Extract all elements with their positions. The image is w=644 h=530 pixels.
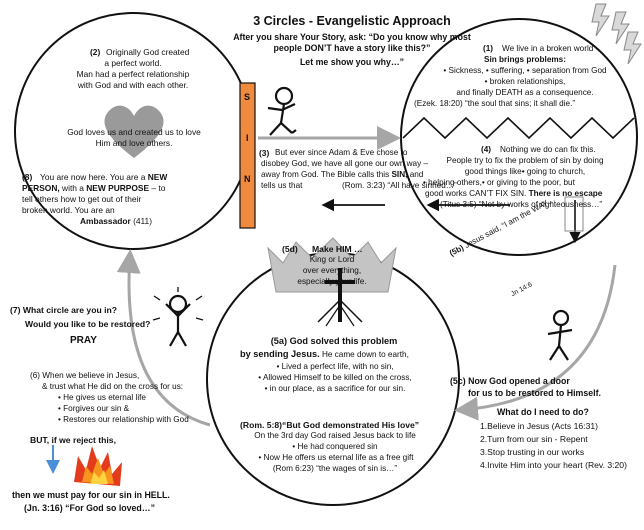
works-line6: (Titus 3:5) “Not by works of righteousne…	[440, 200, 603, 209]
gospel-title: (5a) God solved this problem	[270, 336, 398, 346]
stick-figure-running	[267, 86, 297, 136]
new-life-line2d: – to	[151, 183, 166, 193]
step-3-number: (3)	[259, 148, 270, 158]
sin-line4: tells us that	[261, 181, 303, 190]
pray-label: PRAY	[70, 335, 97, 346]
step-5d-number: (5d)	[282, 244, 298, 254]
ambassador-label: Ambassador	[80, 216, 131, 226]
gospel-line6: • Now He offers us eternal life as a fre…	[258, 453, 414, 462]
works-line2: People try to fix the problem of sin by …	[446, 156, 604, 165]
door-step-4: 4.Invite Him into your heart (Rev. 3:20)	[480, 460, 627, 470]
heart-shape	[104, 105, 164, 158]
sin-line2: disobey God, we have all gone our own wa…	[261, 159, 429, 168]
crown-shape	[267, 237, 397, 293]
works-line5a: good works CAN’T FIX SIN.	[425, 189, 527, 198]
ambassador-ref: (411)	[133, 216, 152, 226]
door-step-1: 1.Believe in Jesus (Acts 16:31)	[480, 421, 598, 431]
crown-line1: King or Lord	[309, 255, 355, 264]
step-2-number: (2)	[90, 47, 101, 57]
door-line1: (5c) Now God opened a door	[450, 376, 570, 386]
door-step-2: 2.Turn from our sin - Repent	[480, 434, 588, 444]
stick-figure-walking	[547, 309, 573, 361]
gospel-line3: • in our place, as a sacrifice for our s…	[264, 384, 406, 393]
sin-letter-s: S	[244, 92, 251, 102]
sin-letter-n: N	[244, 174, 251, 184]
john-verse: (Jn. 3:16) “For God so loved…”	[24, 503, 155, 513]
believe-line2: & trust what He did on the cross for us:	[42, 382, 184, 391]
sin-line1: But ever since Adam & Eve chose to	[275, 148, 408, 157]
gospel-jesus: by sending Jesus.	[240, 349, 320, 359]
broken-line6: (Ezek. 18:20) “the soul that sins; it sh…	[414, 99, 576, 108]
circle-brokenness	[400, 18, 638, 256]
new-life-line4: broken world. You are an	[22, 205, 115, 215]
sin-line3c: and	[409, 170, 424, 179]
broken-line4: • broken relationships,	[484, 77, 566, 86]
new-life-line3: tell others how to get out of their	[22, 194, 142, 204]
new-life-line2b: with a	[62, 183, 84, 193]
broken-line3: • Sickness, • suffering, • separation fr…	[443, 66, 607, 75]
design-line2: a perfect world.	[104, 58, 162, 68]
works-line4: • helping others,• or giving to the poor…	[423, 178, 575, 187]
door-line2: for us to be restored to Himself.	[468, 388, 601, 398]
header-question-line1: After you share Your Story, ask: “Do you…	[233, 32, 471, 42]
header-question-line2: people DON’T have a story like this?”	[273, 43, 431, 53]
gospel-line2: • Allowed Himself to be killed on the cr…	[258, 373, 412, 382]
restore-question: Would you like to be restored?	[25, 319, 151, 329]
sin-line3b: SIN,	[391, 170, 408, 179]
works-line3: good things like• going to church,	[464, 167, 586, 176]
gospel-line4: On the 3rd day God raised Jesus back to …	[254, 431, 416, 440]
believe-line1: (6) When we believe in Jesus,	[30, 371, 140, 380]
design-line1: Originally God created	[106, 47, 190, 57]
page-title: 3 Circles - Evangelistic Approach	[253, 14, 451, 28]
believe-line5: • Restores our relationship with God	[58, 415, 189, 424]
heart-line2: Him and love others.	[95, 138, 173, 148]
believe-line3: • He gives us eternal life	[58, 393, 146, 402]
new-life-line1a: You are now here. You are a	[40, 172, 146, 182]
gospel-line5: • He had conquered sin	[292, 442, 378, 451]
broken-line1: We live in a broken world	[502, 44, 594, 53]
sin-verse: (Rom. 3:23) “All have sinned…”	[342, 181, 457, 190]
gospel-came-down: He came down to earth,	[321, 350, 409, 359]
new-life-line1b: NEW	[147, 172, 168, 182]
cross-icon	[317, 268, 363, 327]
circle-question: (7) What circle are you in?	[10, 305, 117, 315]
door-question: What do I need to do?	[497, 407, 589, 417]
header-question-line3: Let me show you why…”	[299, 57, 405, 67]
broken-line2: Sin brings problems:	[484, 55, 566, 64]
new-life-line2c: NEW PURPOSE	[86, 183, 150, 193]
believe-line4: • Forgives our sin &	[58, 404, 130, 413]
design-line3: Man had a perfect relationship	[76, 69, 190, 79]
door-step-3: 3.Stop trusting in our works	[480, 447, 585, 457]
new-life-line2a: PERSON,	[22, 183, 60, 193]
works-line1: Nothing we do can fix this.	[500, 145, 596, 154]
zigzag-line	[402, 116, 635, 140]
lightning-icon	[591, 3, 642, 65]
sin-letter-i: I	[246, 133, 249, 143]
gospel-line7: (Rom 6:23) “the wages of sin is…”	[272, 464, 398, 473]
sin-bar	[239, 82, 256, 229]
works-line5b: There is no escape	[528, 189, 603, 198]
arrow-to-gospel	[454, 264, 617, 421]
crown-title: Make HIM …	[312, 244, 363, 254]
step-8-number: (8)	[22, 172, 33, 182]
gospel-verse: (Rom. 5:8)“But God demonstrated His love…	[240, 420, 420, 430]
sin-line3a: away from God. The Bible calls this	[261, 170, 390, 179]
arrow-to-design	[116, 249, 211, 427]
gospel-line1: • Lived a perfect life, with no sin,	[276, 362, 394, 371]
door-box	[564, 196, 584, 232]
fire-icon	[74, 446, 122, 486]
design-line4: with God and with each other.	[77, 80, 189, 90]
heart-line1: God loves us and created us to love	[67, 127, 201, 137]
broken-line5: and finally DEATH as a consequence.	[456, 88, 594, 97]
reject-line: BUT, if we reject this,	[30, 435, 116, 445]
step-1-number: (1)	[483, 44, 494, 53]
stick-figure-joy	[152, 287, 204, 347]
crown-line2: over everything,	[302, 266, 362, 275]
crown-line3: especially your life.	[297, 277, 367, 286]
step-4-number: (4)	[481, 145, 492, 154]
hell-line: then we must pay for our sin in HELL.	[12, 490, 170, 500]
